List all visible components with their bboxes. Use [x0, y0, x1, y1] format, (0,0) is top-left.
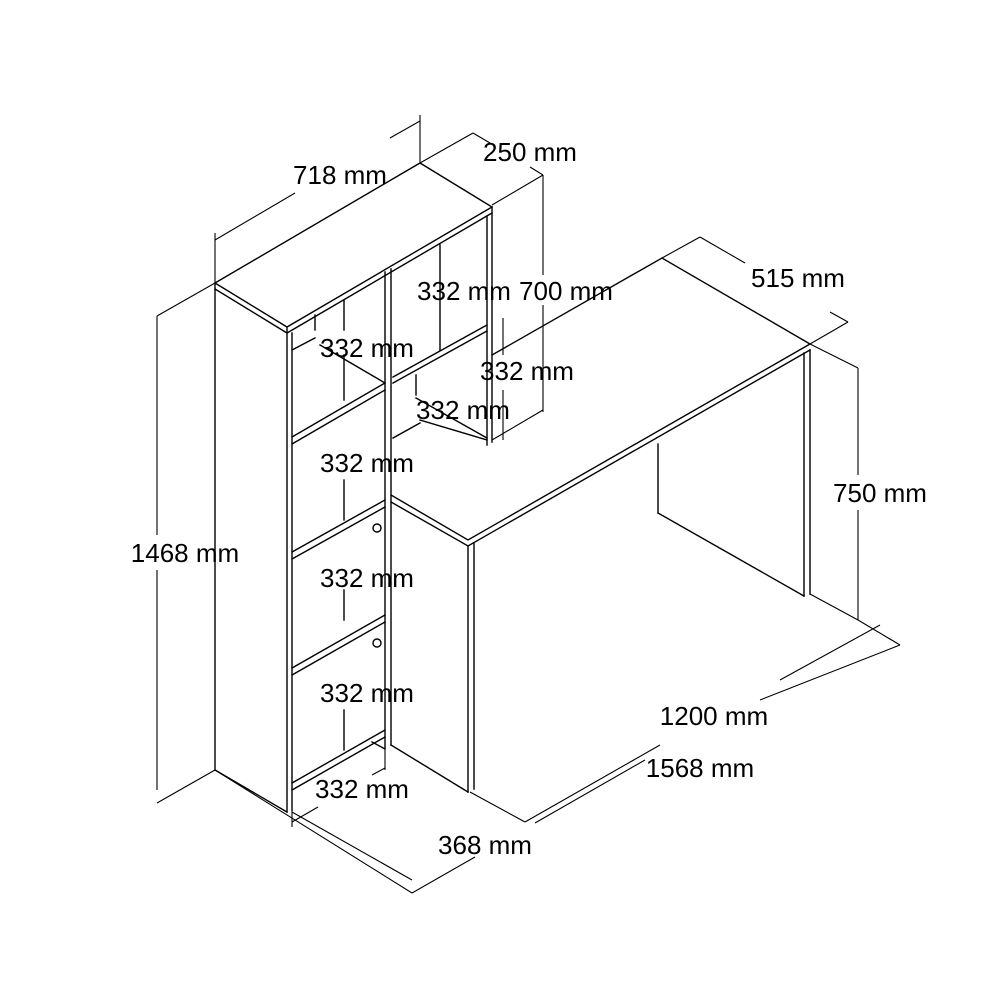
label-cell: 332 mm — [320, 448, 414, 478]
shelf — [291, 382, 386, 438]
shelf — [291, 614, 386, 669]
label-cell: 332 mm — [320, 563, 414, 593]
label-bookcase-depth: 250 mm — [483, 137, 577, 167]
label-total-width: 1568 mm — [646, 753, 754, 783]
shelf — [291, 729, 386, 784]
knob-icon — [372, 638, 382, 648]
label-desk-leg-offset: 368 mm — [438, 830, 532, 860]
label-desk-width: 1200 mm — [660, 701, 768, 731]
label-upper-section-height: 700 mm — [519, 276, 613, 306]
bookcase — [213, 162, 494, 813]
label-bookcase-width: 718 mm — [293, 160, 387, 190]
label-cell-width-bottom: 332 mm — [315, 774, 409, 804]
shelf — [291, 499, 386, 553]
label-cell: 332 mm — [320, 678, 414, 708]
label-cell-right-height: 332 mm — [480, 356, 574, 386]
label-desk-height: 750 mm — [833, 478, 927, 508]
knob-icon — [372, 523, 382, 533]
shelf — [392, 324, 488, 378]
label-upper-cell-height: 332 mm — [417, 276, 511, 306]
dimension-lines — [156, 115, 901, 894]
label-desk-depth: 515 mm — [751, 263, 845, 293]
label-cell-right-width: 332 mm — [416, 395, 510, 425]
desk — [390, 257, 812, 793]
label-cell: 332 mm — [320, 333, 414, 363]
label-total-height: 1468 mm — [131, 538, 239, 568]
dimension-labels: 718 mm 250 mm 332 mm 700 mm 515 mm 332 m… — [131, 137, 927, 860]
